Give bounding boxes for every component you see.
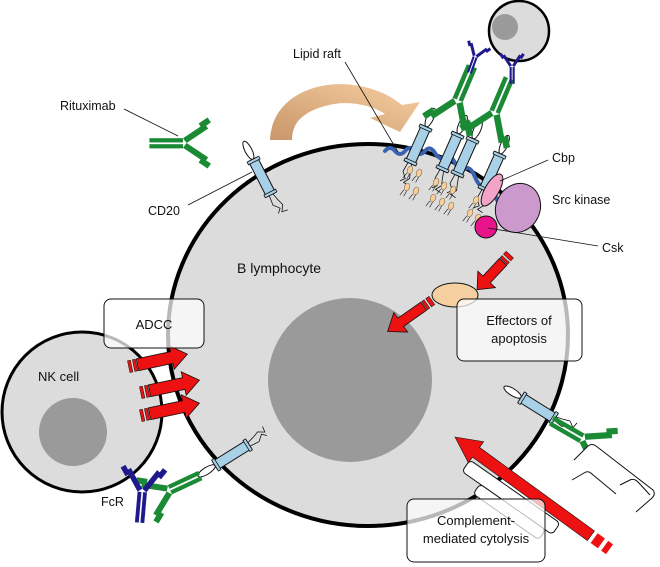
src-kinase-protein: [494, 183, 542, 233]
signal-arrow-2-icon: [387, 296, 436, 333]
effector-cell-top-nucleus: [492, 14, 518, 40]
complement-line1: Complement-: [437, 513, 515, 528]
signal-arrow-1-icon: [476, 250, 514, 291]
complement-mediated-cytolysis-box: Complement- mediated cytolysis: [406, 498, 546, 563]
cd20-label: CD20: [148, 204, 180, 218]
adcc-box: ADCC: [103, 298, 205, 349]
cd20-leader-line: [187, 171, 253, 206]
complement-arrow-icon: [454, 436, 614, 555]
src-kinase-label: Src kinase: [552, 193, 610, 207]
b-lymphocyte-label: B lymphocyte: [237, 260, 321, 276]
csk-label: Csk: [602, 241, 624, 255]
b-lymphocyte-nucleus: [268, 298, 432, 462]
nk-cell-label: NK cell: [38, 369, 79, 384]
adcc-arrow-2-icon: [139, 371, 201, 399]
lipid-raft-leader-line: [344, 61, 399, 153]
apoptosis-line2: apoptosis: [491, 331, 547, 346]
adcc-label: ADCC: [136, 317, 173, 332]
csk-leader-line: [487, 227, 599, 247]
fcr-label: FcR: [101, 495, 124, 509]
lipid-raft-label: Lipid raft: [293, 47, 341, 61]
rituximab-leader-line: [123, 108, 179, 137]
effectors-of-apoptosis-box: Effectors of apoptosis: [456, 298, 583, 362]
translocation-arrow-icon: [270, 84, 420, 140]
apoptosis-line1: Effectors of: [486, 313, 552, 328]
adcc-arrow-3-icon: [139, 394, 201, 422]
adcc-arrows: [127, 345, 201, 422]
cbp-protein: [480, 173, 504, 207]
csk-protein: [474, 215, 498, 239]
rituximab-label: Rituximab: [60, 99, 116, 113]
rituximab-antibody-icon: [149, 117, 211, 169]
nk-cell-nucleus: [39, 398, 107, 466]
adcc-arrow-1-icon: [127, 345, 189, 373]
cbp-leader-line: [499, 159, 549, 182]
complement-line2: mediated cytolysis: [423, 531, 530, 546]
cbp-label: Cbp: [552, 151, 575, 165]
